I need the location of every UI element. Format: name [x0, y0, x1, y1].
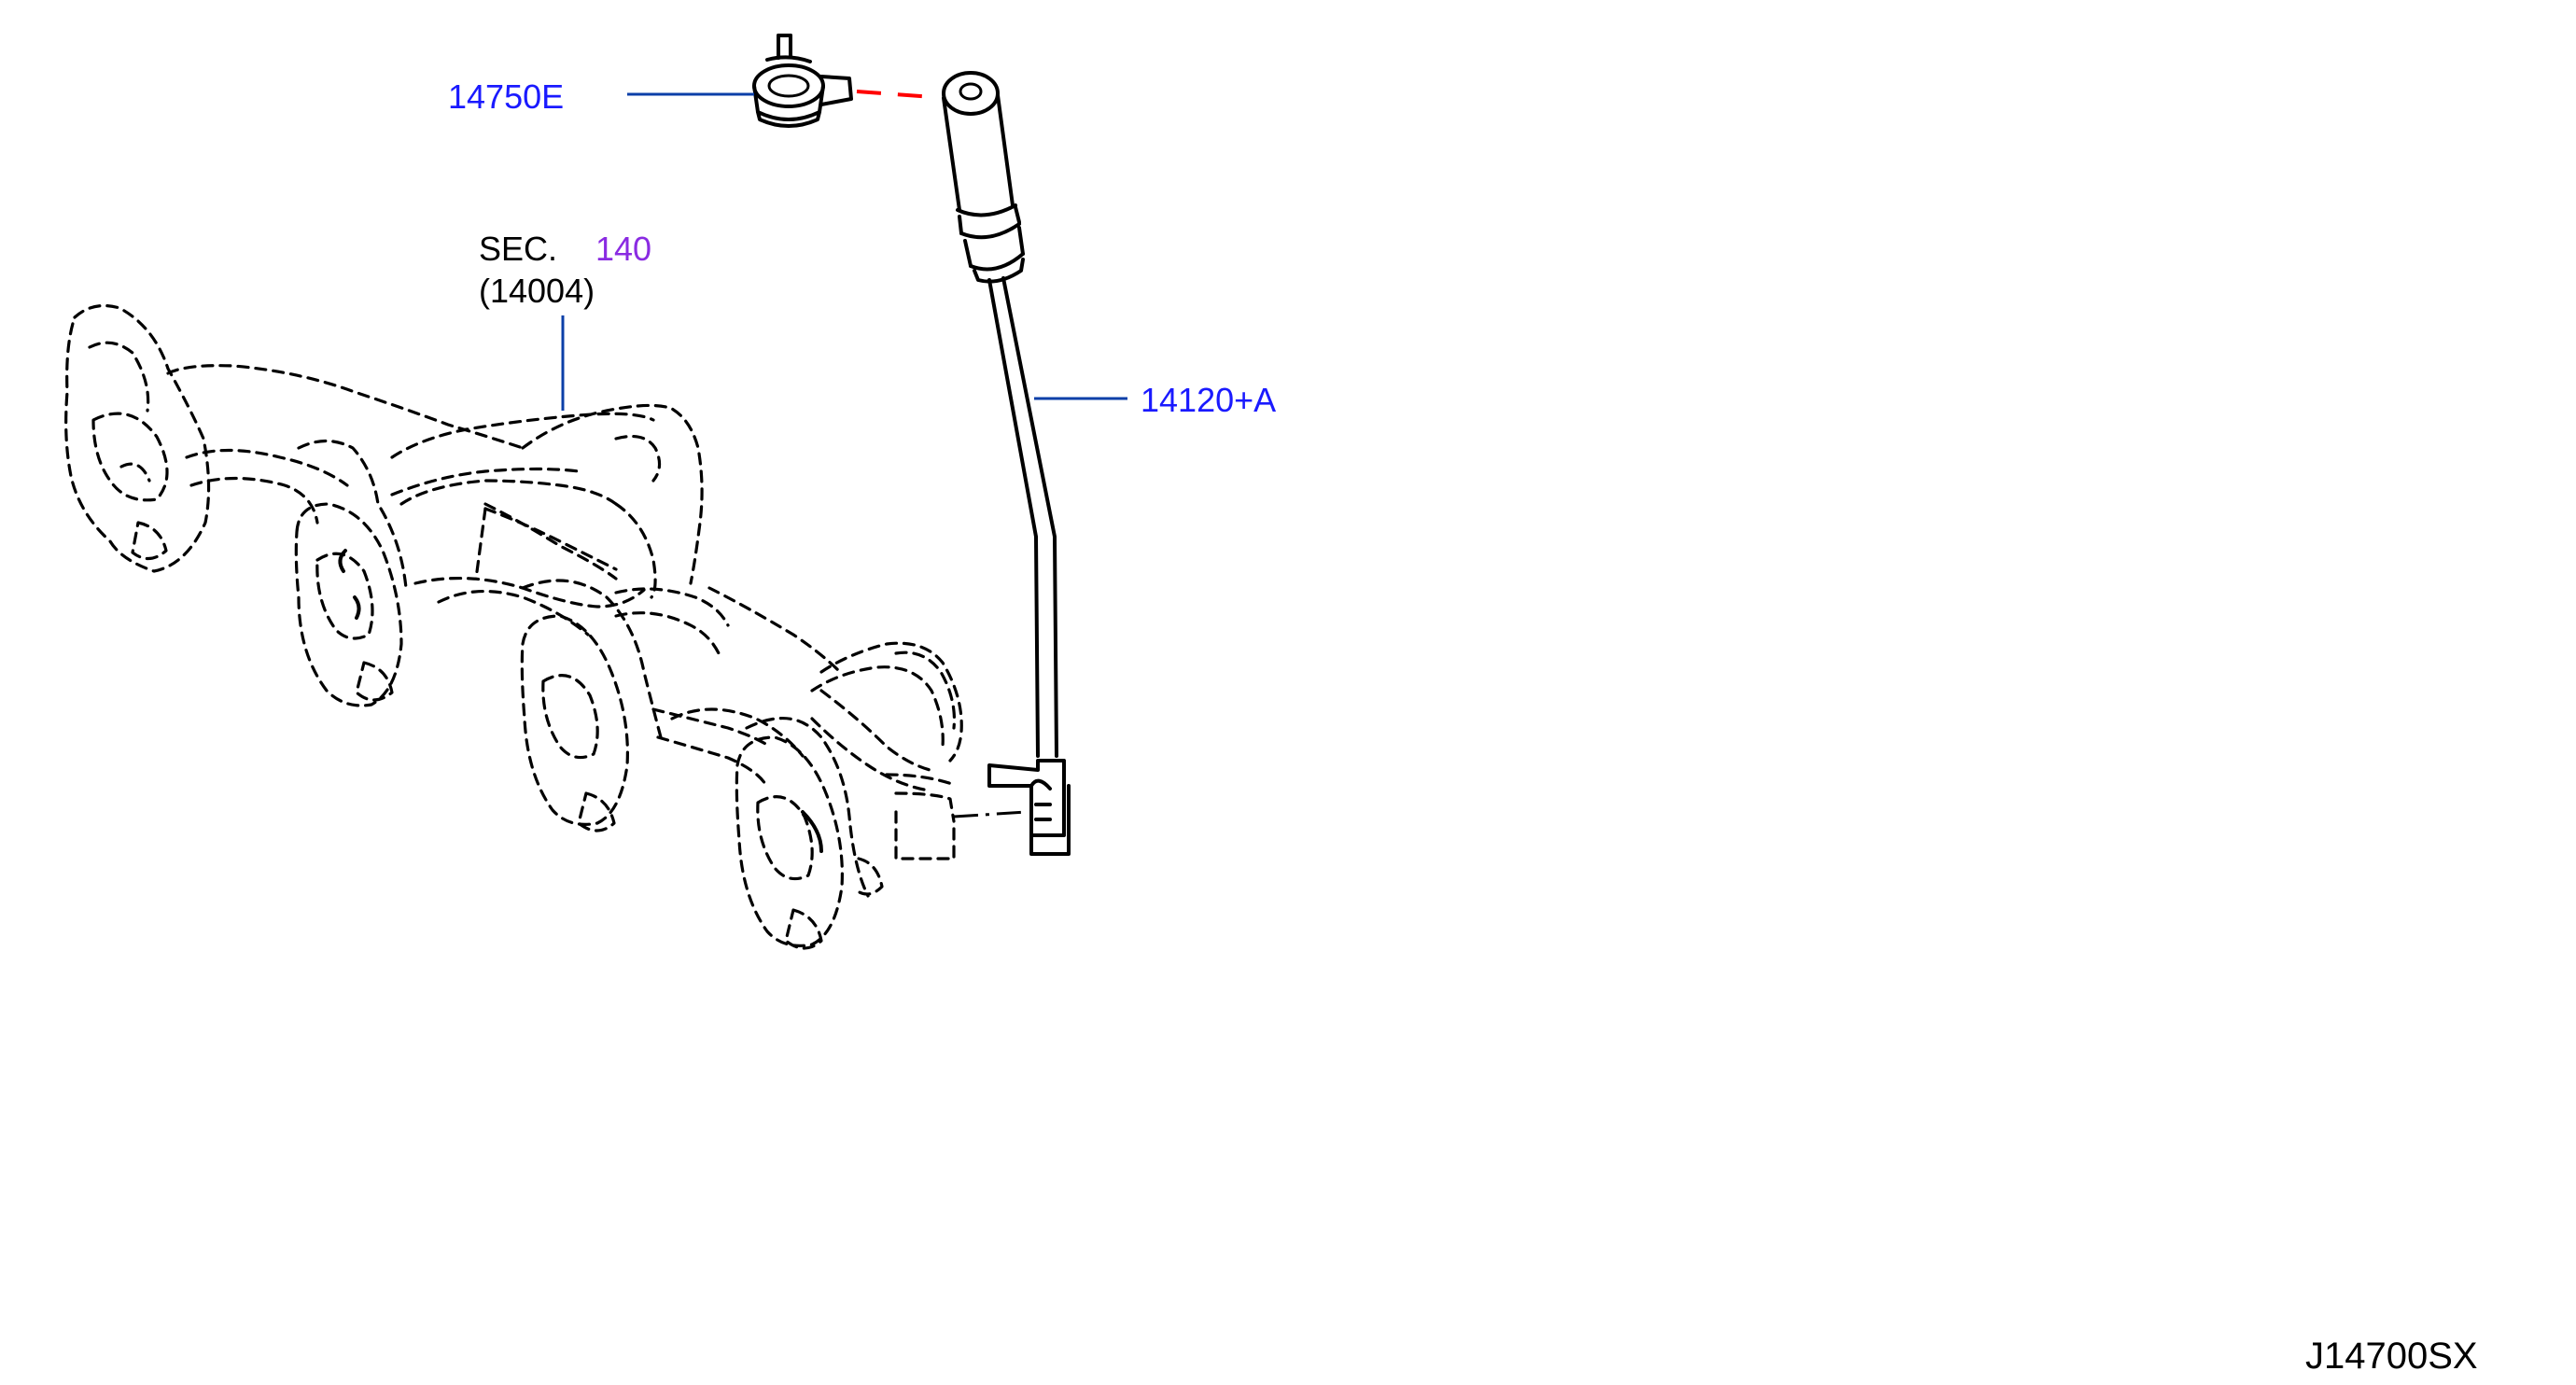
- sec-prefix-label: SEC.: [479, 230, 557, 268]
- clip-to-sensor-dash: [856, 90, 934, 99]
- sec-ref-label: (14004): [479, 272, 595, 310]
- exhaust-temp-sensor: [942, 71, 1071, 856]
- part-label-14750e[interactable]: 14750E: [448, 77, 564, 116]
- exhaust-manifold-outline: [64, 304, 963, 950]
- sec-number-link[interactable]: 140: [595, 230, 651, 268]
- sensor-clip: [752, 34, 853, 128]
- part-label-14120a[interactable]: 14120+A: [1141, 381, 1276, 419]
- sensor-mount-axis: [953, 810, 1028, 818]
- diagram-id: J14700SX: [2305, 1336, 2478, 1377]
